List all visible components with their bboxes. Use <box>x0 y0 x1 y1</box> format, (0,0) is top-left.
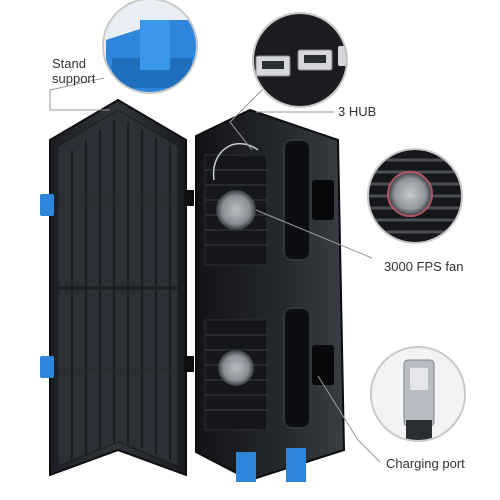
upper-fan <box>216 190 256 230</box>
foot-left <box>236 452 256 482</box>
stand-clip-top <box>40 194 54 216</box>
charging-port-label: Charging port <box>386 456 465 471</box>
stand-support-detail <box>102 0 198 94</box>
fan-label: 3000 FPS fan <box>384 259 464 274</box>
controller-dock-top <box>283 139 311 261</box>
stand-clip-bottom <box>40 356 54 378</box>
fan-detail <box>367 148 463 244</box>
foot-right <box>286 448 306 482</box>
lower-fan <box>218 350 254 386</box>
usb-hub-detail <box>252 12 348 108</box>
leader-lines <box>49 77 381 463</box>
console-body <box>195 108 346 482</box>
controller-dock-bottom <box>283 307 311 429</box>
stand-ribs <box>71 120 171 460</box>
stand-panel <box>40 98 194 477</box>
stand-support-label: Stand support <box>52 56 96 86</box>
charging-port-detail <box>370 346 466 442</box>
hub-label: 3 HUB <box>338 104 377 119</box>
